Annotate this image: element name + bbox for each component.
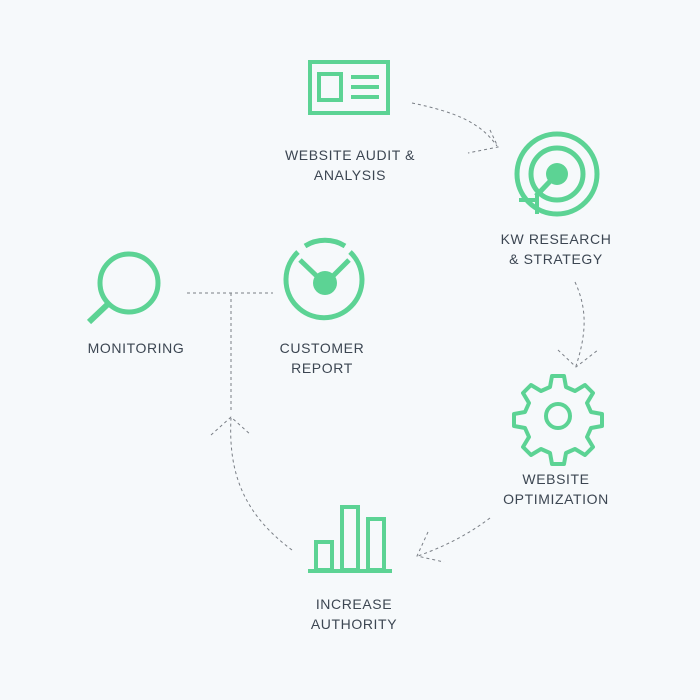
arrowhead-audit-to-research bbox=[467, 129, 499, 154]
label-website-optimization: WEBSITE OPTIMIZATION bbox=[503, 471, 609, 507]
magnifier-icon bbox=[86, 251, 161, 325]
gauge-icon bbox=[283, 237, 365, 321]
label-website-audit: WEBSITE AUDIT & ANALYSIS bbox=[284, 147, 416, 183]
bar-chart-icon bbox=[308, 505, 392, 573]
arrowhead-research-to-optimization bbox=[557, 349, 599, 368]
label-kw-research: KW RESEARCH & STRATEGY bbox=[500, 231, 612, 267]
label-increase-authority: INCREASE AUTHORITY bbox=[310, 596, 398, 632]
browser-window-icon bbox=[308, 60, 390, 115]
connectors bbox=[187, 102, 599, 563]
label-customer-report: CUSTOMER REPORT bbox=[279, 340, 365, 376]
connector-optimization-to-authority bbox=[417, 517, 491, 557]
arrowhead-authority-to-report bbox=[210, 416, 252, 436]
connector-authority-to-report bbox=[230, 417, 293, 551]
gear-icon bbox=[512, 374, 604, 466]
label-monitoring: MONITORING bbox=[87, 340, 185, 356]
target-icon bbox=[514, 131, 600, 217]
connector-research-to-optimization bbox=[574, 281, 585, 367]
connector-audit-to-research bbox=[411, 102, 498, 147]
arrowhead-optimization-to-authority bbox=[416, 531, 445, 563]
